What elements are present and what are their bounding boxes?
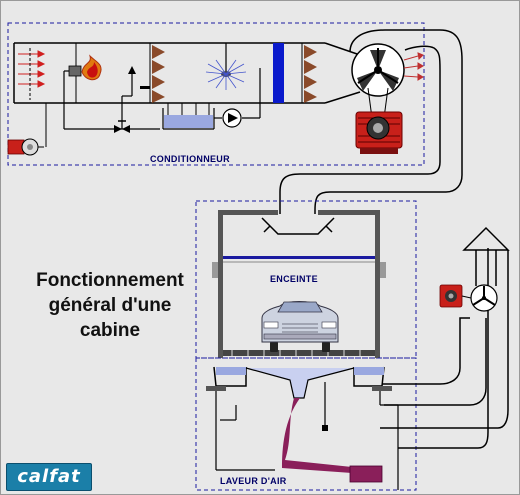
title-line: Fonctionnement — [36, 270, 184, 291]
logo-text: calfat — [17, 466, 81, 487]
pump-icon — [222, 108, 242, 128]
booth-frame — [195, 200, 417, 359]
filter-blue — [273, 43, 284, 103]
enclosure — [212, 210, 386, 358]
supply-duct — [279, 29, 463, 214]
motor-icon — [7, 138, 44, 156]
burner-flame-icon — [68, 54, 102, 81]
title-line: cabine — [79, 320, 141, 341]
filter-bank-2 — [301, 43, 317, 103]
water-tank — [162, 103, 215, 130]
conditioner-label: CONDITIONNEUR — [150, 154, 230, 164]
calfat-logo: calfat — [6, 463, 92, 491]
diagram-title: Fonctionnement général d'une cabine — [10, 268, 210, 343]
motor-icon — [439, 284, 463, 308]
air-washer — [206, 366, 399, 490]
exhaust-arrow-icon — [462, 226, 510, 286]
motor-icon — [355, 111, 403, 154]
valve-icon — [114, 120, 130, 133]
air-washer-label: LAVEUR D'AIR — [220, 476, 287, 486]
air-washer-frame — [195, 357, 417, 491]
air-intake-arrows — [18, 50, 46, 88]
enclosure-label: ENCEINTE — [270, 274, 318, 284]
car-icon — [261, 301, 339, 352]
exhaust-duct — [380, 248, 509, 449]
conditioner-frame — [7, 22, 425, 166]
filter-bank-1 — [149, 43, 165, 103]
fan-icon — [351, 43, 405, 97]
fan-icon — [470, 284, 498, 312]
title-line: général d'une — [48, 295, 172, 316]
spray-nozzle-icon — [205, 43, 247, 90]
